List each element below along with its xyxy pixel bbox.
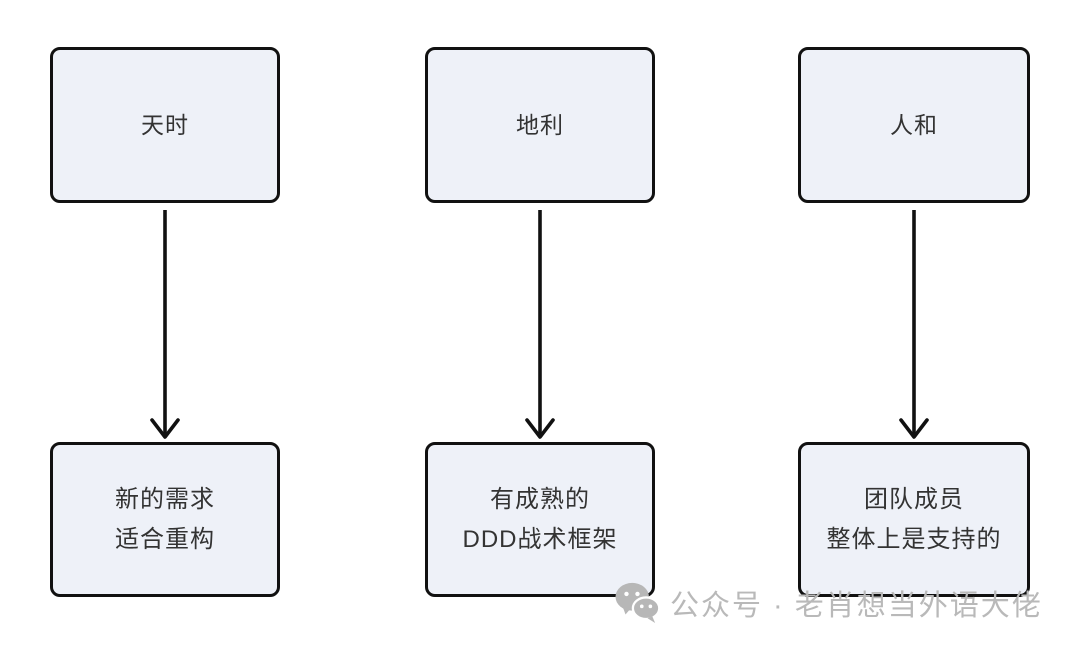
down-arrow [150, 210, 180, 439]
node-location-bottom: 有成熟的 DDD战术框架 [425, 442, 655, 597]
node-label: 地利 [516, 112, 564, 138]
node-timing-top: 天时 [50, 47, 280, 203]
node-location-top: 地利 [425, 47, 655, 203]
node-label-line2: 整体上是支持的 [826, 525, 1002, 553]
node-label-line2: DDD战术框架 [462, 525, 618, 553]
down-arrow [525, 210, 555, 439]
node-label-line1: 新的需求 [115, 485, 215, 513]
node-label-line2: 适合重构 [115, 525, 215, 553]
node-timing-bottom: 新的需求 适合重构 [50, 442, 280, 597]
node-label-line1: 团队成员 [864, 485, 964, 513]
node-label: 人和 [890, 112, 938, 138]
down-arrow [899, 210, 929, 439]
node-label-line1: 有成熟的 [490, 485, 590, 513]
node-label: 天时 [141, 112, 189, 138]
node-people-top: 人和 [798, 47, 1030, 203]
node-people-bottom: 团队成员 整体上是支持的 [798, 442, 1030, 597]
